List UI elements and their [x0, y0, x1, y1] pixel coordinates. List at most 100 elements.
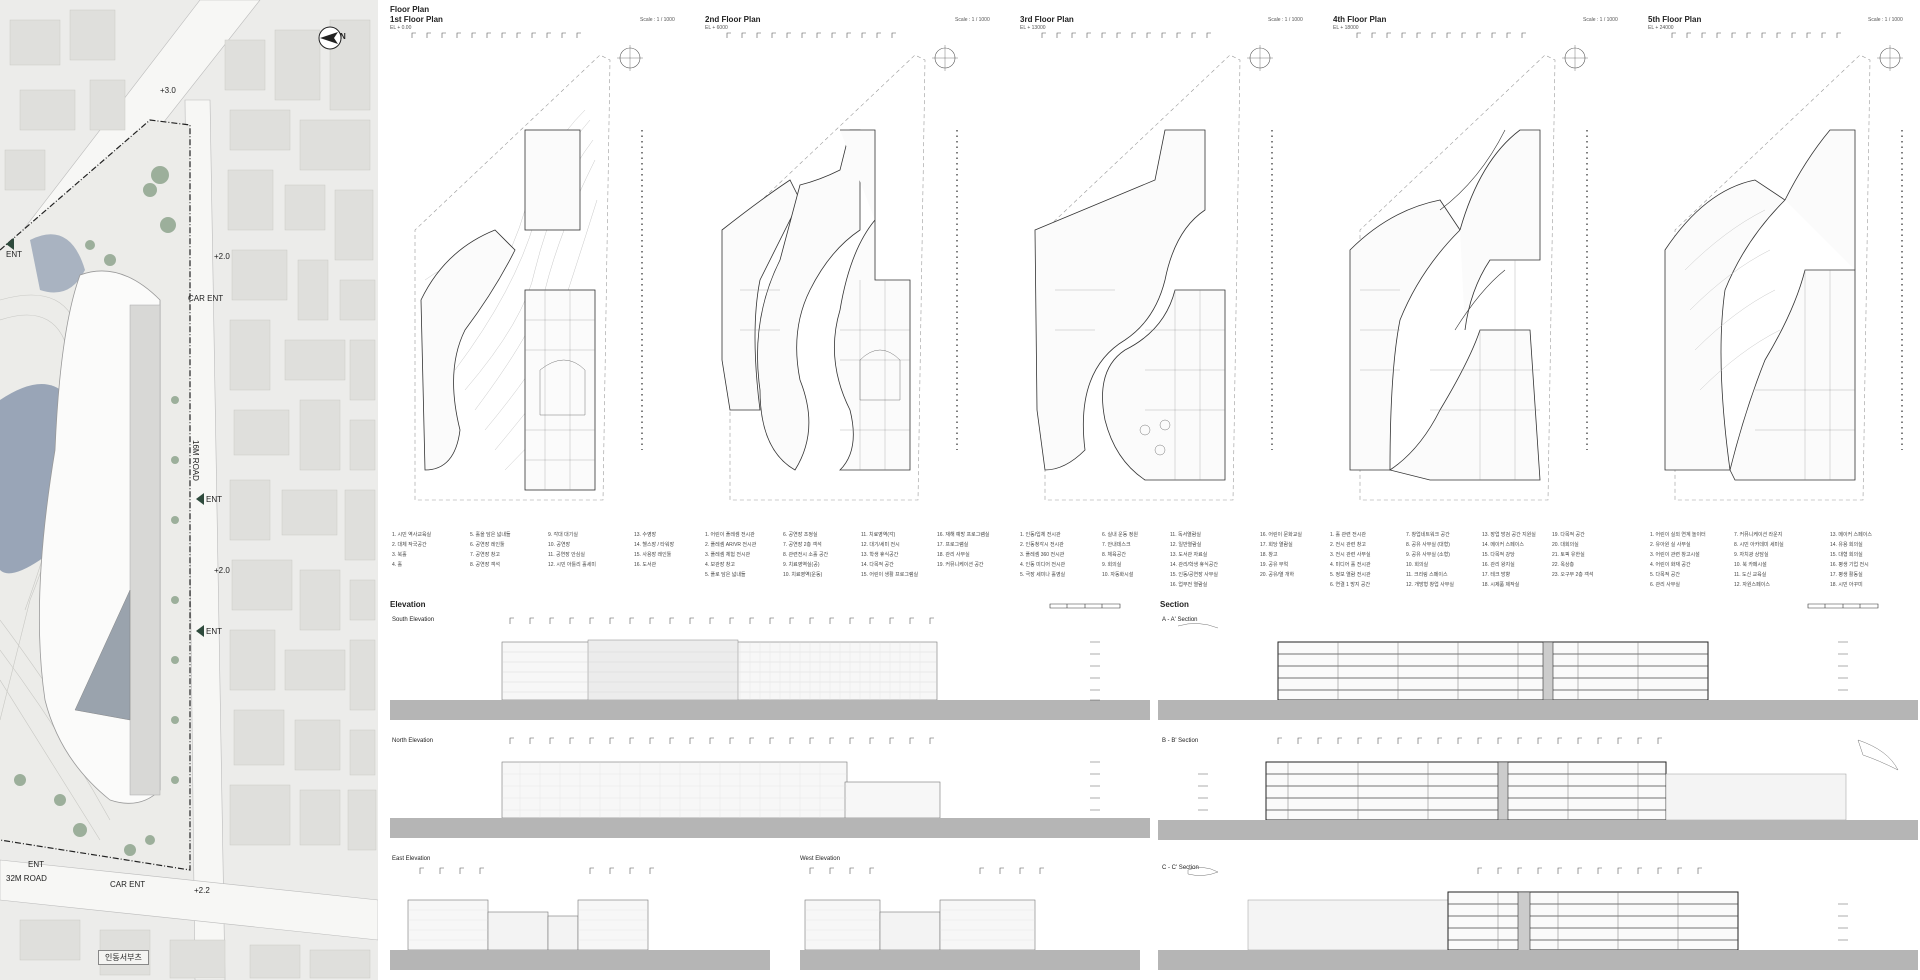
legend-item: 8. 공연장 객석 — [470, 562, 500, 568]
plan-elevation: EL + 13000 — [1020, 25, 1046, 31]
legend-item: 5. 극장 세미나 홀영실 — [1020, 572, 1066, 578]
legend-item: 15. 대형 회의실 — [1830, 552, 1863, 558]
entrance-flag-icon — [196, 493, 204, 505]
legend-item: 1. 인동/입체 전시관 — [1020, 532, 1061, 538]
site-caption: 인동서부츠 — [98, 950, 149, 965]
legend-item: 20. 공유/열 개하 — [1260, 572, 1295, 578]
legend-item: 13. 학생 휴식공간 — [861, 552, 899, 558]
legend-item: 4. 미디어 홀 전시관 — [1330, 562, 1371, 568]
legend-item: 12. 자원스페이스 — [1734, 582, 1770, 588]
legend-item: 4. 어린이 화재 공간 — [1650, 562, 1691, 568]
legend-item: 16. 재해 예방 프로그램실 — [937, 532, 990, 538]
plan-title: 5th Floor Plan — [1648, 15, 1702, 24]
legend-item: 21. 토픽 유한실 — [1552, 552, 1585, 558]
entrance-label: ENT — [28, 860, 44, 869]
legend-item: 9. 공유 사무실 (소형) — [1406, 552, 1450, 558]
entrance-flag-icon — [6, 238, 14, 250]
legend-item: 10. 북 카페시설 — [1734, 562, 1767, 568]
section-bb-label: B - B' Section — [1162, 738, 1199, 744]
level-label: +2.2 — [194, 886, 210, 895]
legend-item: 12. 시민 아틀리 홀세미 — [548, 562, 596, 568]
north-label: N — [340, 32, 346, 41]
legend-item: 8. 체육공간 — [1102, 552, 1126, 558]
legend-item: 15. 어린이 생활 프로그램실 — [861, 572, 919, 578]
section-heading: Section — [1160, 600, 1189, 609]
legend-item: 22. 옥상층 — [1552, 562, 1575, 568]
legend-item: 18. 시제품 제작실 — [1482, 582, 1520, 588]
entrance-label: ENT — [6, 250, 22, 259]
road-label: 16M ROAD — [191, 440, 200, 481]
legend-item: 10. 회의실 — [1406, 562, 1429, 568]
legend-item: 19. 공유 부엌 — [1260, 562, 1289, 568]
legend-item: 1. 어린이 실외 연계 놀이터 — [1650, 532, 1706, 538]
legend-item: 8. 관련전시 소홀 공간 — [783, 552, 829, 558]
plan-elevation: EL + 0.00 — [390, 25, 412, 31]
plan-elevation: EL + 24000 — [1648, 25, 1674, 31]
plan-scale: Scale : 1 / 1000 — [955, 17, 990, 23]
legend-item: 7. 창업네트워크 공간 — [1406, 532, 1450, 538]
legend-item: 6. 실내 운동 정원 — [1102, 532, 1138, 538]
west-elevation-label: West Elevation — [800, 856, 840, 862]
entrance-flag-icon — [196, 625, 204, 637]
legend-item: 19. 다목적 공간 — [1552, 532, 1585, 538]
legend-item: 7. 커뮤니케이션 라운지 — [1734, 532, 1783, 538]
plan-scale: Scale : 1 / 1000 — [1868, 17, 1903, 23]
plan-title: 2nd Floor Plan — [705, 15, 761, 24]
section-cc-label: C - C' Section — [1162, 865, 1199, 871]
legend-item: 7. 공연장 창고 — [470, 552, 500, 558]
elevation-heading: Elevation — [390, 600, 426, 609]
legend-item: 12. 개방형 창업 사무실 — [1406, 582, 1454, 588]
legend-item: 14. 유용 회의실 — [1830, 542, 1863, 548]
legend-item: 9. 각대 대기실 — [548, 532, 578, 538]
legend-item: 13. 도서관 자료실 — [1170, 552, 1208, 558]
legend-item: 11. 도신 교육실 — [1734, 572, 1767, 578]
legend-item: 11. 독서열람실 — [1170, 532, 1201, 538]
legend-item: 10. 자동화시설 — [1102, 572, 1134, 578]
level-label: +2.0 — [214, 566, 230, 575]
legend-item: 3. 어린이 관련 창고시설 — [1650, 552, 1700, 558]
legend-item: 12. 일반열람실 — [1170, 542, 1202, 548]
legend-item: 5. 플로 담은 넓내들 — [705, 572, 746, 578]
legend-item: 17. 테크 방향 — [1482, 572, 1511, 578]
legend-item: 11. 치료영역(각) — [861, 532, 896, 538]
legend-item: 9. 자치광 상담실 — [1734, 552, 1769, 558]
car-entrance-label: CAR ENT — [188, 294, 224, 303]
legend-item: 18. 관리 사무실 — [937, 552, 970, 558]
legend-item: 2. 전시 관련 창고 — [1330, 542, 1366, 548]
legend-item: 4. 보관장 창고 — [705, 562, 735, 568]
legend-item: 6. 공연장 레인툴 — [470, 542, 505, 548]
site-plan-drawing — [0, 0, 378, 980]
legend-item: 18. 창고 — [1260, 552, 1278, 558]
plan-scale: Scale : 1 / 1000 — [1583, 17, 1618, 23]
legend-item: 1. 시민 역사교육실 — [392, 532, 432, 538]
plan-elevation: EL + 18000 — [1333, 25, 1359, 31]
east-elevation-label: East Elevation — [392, 856, 431, 862]
legend-item: 16. 도서관 — [634, 562, 657, 568]
level-label: +2.0 — [214, 252, 230, 261]
entrance-label: ENT — [206, 627, 222, 636]
legend-item: 16. 관리 왕지실 — [1482, 562, 1515, 568]
legend-item: 3. 북홀 — [392, 552, 407, 558]
legend-item: 2. 인동청각시 전시관 — [1020, 542, 1064, 548]
legend-item: 4. 홀 — [392, 562, 403, 568]
car-entrance-label: CAR ENT — [110, 880, 146, 889]
entrance-label: ENT — [206, 495, 222, 504]
legend-item: 5. 홀을 담은 넓내들 — [470, 532, 511, 538]
south-elevation-label: South Elevation — [392, 617, 435, 623]
legend-item: 7. 공연장 2층 객석 — [783, 542, 822, 548]
legend-item: 8. 공유 사무실 (대형) — [1406, 542, 1450, 548]
legend-item: 14. 다목적 공간 — [861, 562, 894, 568]
legend-item: 15. 다목적 강당 — [1482, 552, 1515, 558]
legend-item: 4. 인동 미디어 전시관 — [1020, 562, 1066, 568]
legend-item: 11. 크리링 스페이스 — [1406, 572, 1448, 578]
legend-item: 20. 대회의실 — [1552, 542, 1579, 548]
floor-plan-heading: Floor Plan — [390, 5, 430, 14]
legend-item: 1. 어린이 플레셈 전시관 — [705, 532, 755, 538]
legend-item: 8. 시민 아카데미 세미실 — [1734, 542, 1784, 548]
legend-item: 5. 정보 열람 전시관 — [1330, 572, 1371, 578]
legend-item: 10. 치료영역(운동) — [783, 572, 823, 578]
section-drawings — [1158, 603, 1918, 970]
legend-item: 3. 전시 관련 사무실 — [1330, 552, 1371, 558]
legend-item: 9. 치료영역실(공) — [783, 562, 820, 568]
legend-item: 6. 관리 사무실 — [1650, 582, 1680, 588]
